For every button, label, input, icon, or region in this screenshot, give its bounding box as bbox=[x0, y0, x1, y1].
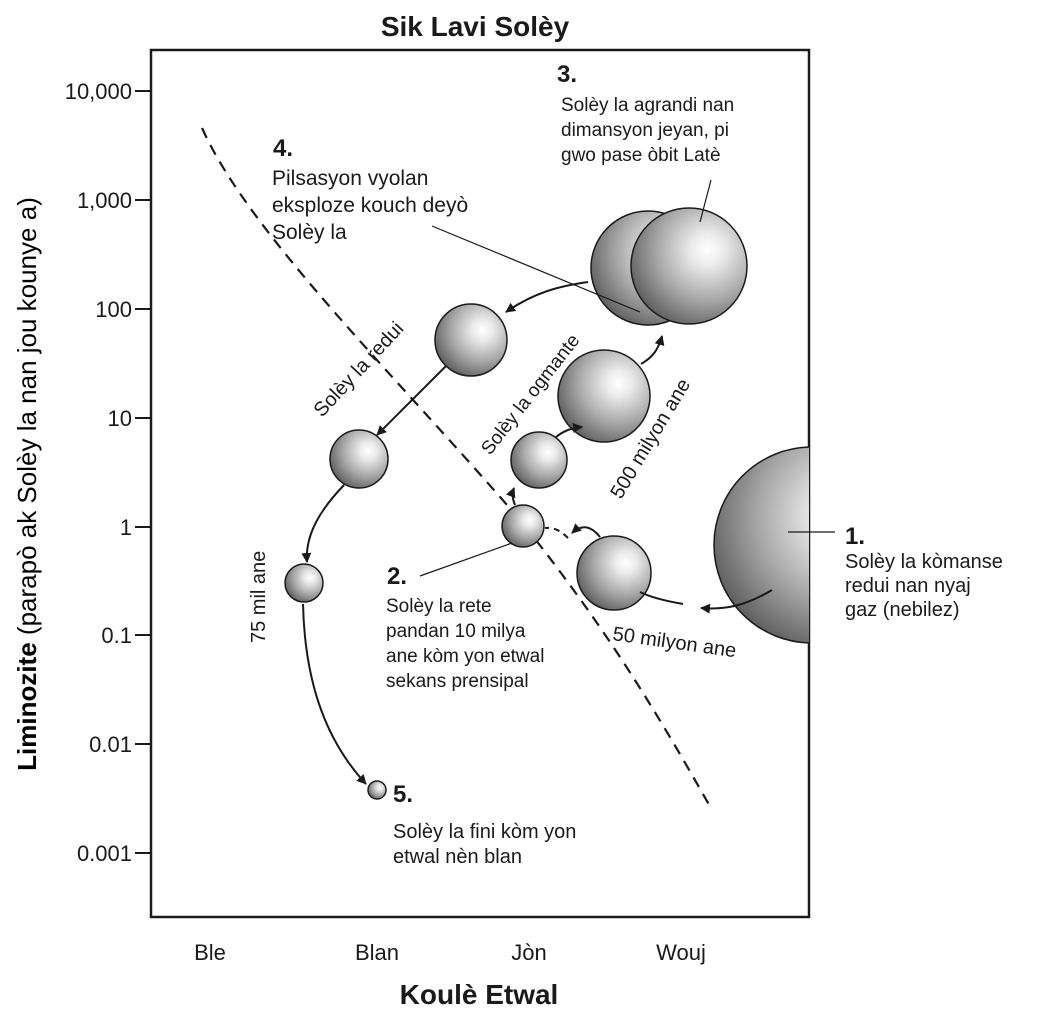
arrow-protostar-path bbox=[639, 591, 684, 605]
stage-5-number: 5. bbox=[393, 781, 413, 808]
growing-sun-sphere-small bbox=[510, 431, 568, 489]
y-tick-label: 1 bbox=[120, 515, 132, 540]
x-category-label: Blan bbox=[355, 940, 399, 965]
y-tick-label: 0.001 bbox=[77, 841, 132, 866]
protostar-sphere bbox=[576, 535, 652, 611]
stage-4-annotation: 4. Pilsasyon vyolan eksploze kouch deyò … bbox=[272, 135, 468, 244]
stage-3-line: Solèy la agrandi nan bbox=[561, 95, 734, 116]
pulsating-sun-sphere bbox=[434, 303, 508, 377]
stage-3-line: gwo pase òbit Latè bbox=[561, 145, 721, 166]
growing-sun-sphere-medium bbox=[557, 349, 651, 443]
y-tick-label: 0.01 bbox=[89, 732, 132, 757]
y-tick-label: 100 bbox=[95, 297, 132, 322]
white-dwarf-sphere bbox=[367, 780, 387, 800]
evolution-arrows bbox=[301, 281, 773, 785]
nebula-sphere bbox=[713, 446, 809, 644]
stage-1-number: 1. bbox=[845, 523, 865, 550]
stage-3-annotation: 3. Solèy la agrandi nan dimansyon jeyan,… bbox=[557, 61, 734, 166]
y-tick-label: 10 bbox=[108, 406, 132, 431]
leader-stage3 bbox=[699, 179, 712, 223]
stage-5-line: etwal nèn blan bbox=[393, 846, 522, 868]
stage-3-number: 3. bbox=[557, 61, 577, 88]
x-axis-title: Koulè Etwal bbox=[400, 979, 559, 1010]
stage-5-line: Solèy la fini kòm yon bbox=[393, 821, 576, 843]
stage-spheres bbox=[284, 207, 809, 800]
main-sequence-dashed-line bbox=[200, 127, 713, 811]
arrow-cooling-to-white-dwarf bbox=[302, 603, 367, 785]
stage-4-line: Pilsasyon vyolan bbox=[272, 167, 428, 190]
x-category-label: Ble bbox=[194, 940, 226, 965]
stage-1-line: redui nan nyaj bbox=[845, 575, 971, 597]
main-sequence-sun-sphere bbox=[501, 504, 545, 548]
stage-1-line: Solèy la kòmanse bbox=[845, 551, 1003, 573]
stage-2-line: sekans prensipal bbox=[386, 671, 529, 692]
leader-stage2 bbox=[419, 542, 513, 577]
leader-stage4 bbox=[431, 225, 641, 313]
stage-1-annotation: 1. Solèy la kòmanse redui nan nyaj gaz (… bbox=[845, 523, 1003, 621]
stage-3-line: dimansyon jeyan, pi bbox=[561, 120, 729, 141]
stage-4-line: eksploze kouch deyò bbox=[272, 194, 468, 217]
stage-4-number: 4. bbox=[273, 135, 293, 162]
plot-frame bbox=[149, 48, 811, 919]
arrow-growth-2 bbox=[640, 335, 665, 365]
stage-2-line: Solèy la rete bbox=[386, 596, 492, 617]
arrow-pulsating-to-shrinking bbox=[376, 365, 447, 436]
arrow-giant-to-pulsating bbox=[505, 281, 589, 313]
stage-2-annotation: 2. Solèy la rete pandan 10 milya ane kòm… bbox=[386, 563, 544, 692]
red-giant-sphere-front bbox=[630, 207, 748, 325]
y-tick-label: 10,000 bbox=[65, 79, 132, 104]
y-tick-label: 0.1 bbox=[101, 623, 132, 648]
cooling-sun-sphere bbox=[284, 563, 324, 603]
arrow-shrinking-to-cooling bbox=[301, 484, 345, 563]
arrow-main-sequence-up bbox=[506, 487, 516, 506]
y-axis-title-bold: Liminozite bbox=[12, 642, 42, 771]
stage-4-line: Solèy la bbox=[272, 221, 347, 244]
y-axis-ticks bbox=[135, 90, 151, 854]
y-tick-label: 1,000 bbox=[77, 188, 132, 213]
arrow-protostar-to-main-sequence bbox=[571, 523, 601, 538]
y-axis-title-rest: (parapò ak Solèy la nan jou kounye a) bbox=[12, 197, 42, 642]
leader-lines bbox=[419, 179, 835, 577]
diagram-title: Sik Lavi Solèy bbox=[381, 11, 570, 42]
stage-5-annotation: 5. Solèy la fini kòm yon etwal nèn blan bbox=[393, 781, 576, 868]
y-axis-tick-labels: 10,000 1,000 100 10 1 0.1 0.01 0.001 bbox=[65, 79, 132, 866]
x-axis-categories: Ble Blan Jòn Wouj bbox=[194, 940, 706, 965]
label-fifty-million-years: 50 milyon ane bbox=[611, 623, 737, 662]
arrow-nebula-to-protostar bbox=[700, 589, 773, 614]
label-sun-shrinks: Solèy la redui bbox=[310, 318, 409, 422]
arrow-growth-1 bbox=[555, 422, 583, 438]
stage-1-line: gaz (nebilez) bbox=[845, 599, 960, 621]
label-seventy-five-thousand-years: 75 mil ane bbox=[248, 551, 270, 643]
stage-2-line: ane kòm yon etwal bbox=[386, 646, 544, 667]
x-category-label: Wouj bbox=[656, 940, 706, 965]
shrinking-sun-sphere bbox=[329, 429, 389, 489]
x-category-label: Jòn bbox=[511, 940, 546, 965]
arrow-protostar-dashed bbox=[544, 526, 569, 539]
stage-2-number: 2. bbox=[387, 563, 407, 590]
y-axis-title: Liminozite (parapò ak Solèy la nan jou k… bbox=[12, 197, 42, 771]
stage-2-line: pandan 10 milya bbox=[386, 621, 526, 642]
